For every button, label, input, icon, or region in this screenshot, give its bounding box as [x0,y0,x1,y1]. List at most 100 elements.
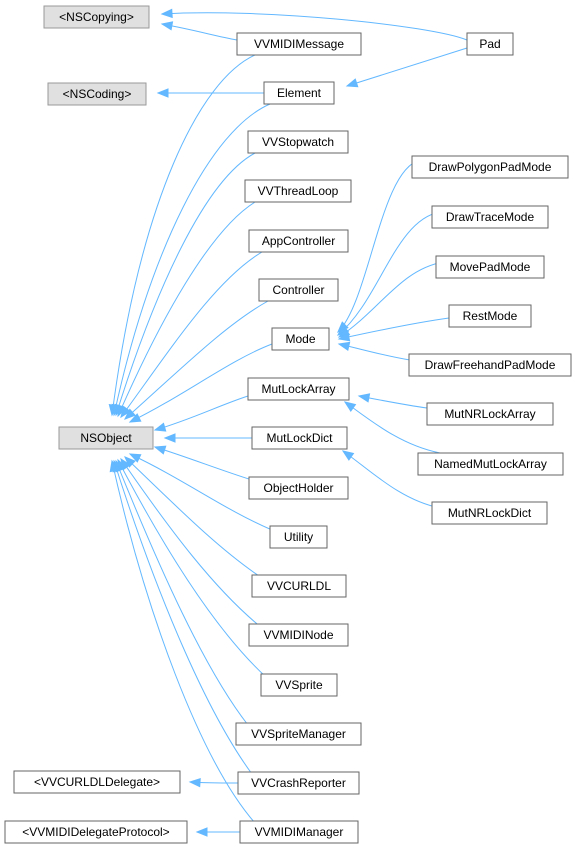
node-nsobject: NSObject [58,426,154,450]
node-box [258,278,339,302]
edge-line [161,23,238,41]
node-appcontroller[interactable]: AppController [248,229,349,253]
node-label: VVMIDIManager [255,825,344,839]
edge-appcontroller-to-nsobject [120,251,263,419]
edge-line [120,251,263,418]
node-vvstopwatch[interactable]: VVStopwatch [247,130,349,154]
edge-arrowhead [153,422,167,432]
edge-mutlockarray-to-nsobject [153,395,249,432]
nodes-layer: <NSCopying><NSCoding>NSObject<VVCURLDLDe… [4,5,572,844]
node-label: MutNRLockArray [444,407,535,421]
edge-line [344,401,441,454]
node-box [58,426,154,450]
edge-vvcrashreporter-to-nsobject [112,459,253,775]
edge-objectholder-to-nsobject [153,445,253,481]
edge-line [120,458,263,629]
node-vvcurldldelegate[interactable]: <VVCURLDLDelegate> [13,770,181,794]
node-vvthreadloop[interactable]: VVThreadLoop [244,179,352,203]
edge-arrowhead [124,456,136,468]
node-vvmidimanager[interactable]: VVMIDIManager [239,820,359,844]
edge-line [113,103,271,416]
edge-drawfreehandpadmode-to-mode [337,341,411,361]
node-vvmididelegateprotocol[interactable]: <VVMIDIDelegateProtocol> [4,820,188,844]
node-drawfreehandpadmode[interactable]: DrawFreehandPadMode [408,353,572,377]
node-mutlockarray[interactable]: MutLockArray [247,377,350,401]
edge-arrowhead [109,459,119,473]
node-label: MutLockArray [261,382,335,396]
edge-line [154,395,249,431]
edge-arrowhead [188,777,201,788]
edge-line [113,460,253,775]
edge-arrowhead [160,8,173,19]
node-box [4,820,188,844]
node-box [13,770,181,794]
edge-line [154,446,253,481]
node-label: DrawTraceMode [446,210,535,224]
node-movepadmode[interactable]: MovePadMode [435,255,545,279]
node-label: Mode [285,332,315,346]
edge-namedmutlockarray-to-mutlockarray [343,401,441,454]
node-mode[interactable]: Mode [271,327,330,351]
edge-arrowhead [343,401,357,412]
edge-drawtracemode-to-mode [336,211,441,336]
node-box [269,525,328,549]
edge-line [338,317,450,340]
node-box [263,81,335,105]
node-label: <VVMIDIDelegateProtocol> [22,825,169,839]
edge-arrowhead [337,341,351,351]
node-box [417,452,564,476]
edge-restmode-to-mode [337,317,450,342]
edge-arrowhead [337,332,351,342]
edge-vvsprite-to-nsobject [117,458,267,678]
edge-line [117,201,256,417]
node-label: VVCURLDL [267,579,331,593]
node-vvspritemanager[interactable]: VVSpriteManager [235,722,362,746]
edge-vvspritemanager-to-nsobject [115,459,249,726]
node-restmode[interactable]: RestMode [448,304,532,328]
edge-arrowhead [128,413,142,423]
node-vvcrashreporter[interactable]: VVCrashReporter [237,771,360,795]
node-vvcurldl[interactable]: VVCURLDL [251,574,347,598]
node-box [448,304,532,328]
node-utility[interactable]: Utility [269,525,328,549]
edge-vvcrashreporter-to-vvcurldldelegate [188,777,239,788]
node-drawtracemode[interactable]: DrawTraceMode [431,205,549,229]
node-label: DrawFreehandPadMode [425,358,556,372]
edge-line [111,460,256,824]
edge-line [129,453,273,531]
node-box [247,377,350,401]
node-box [248,476,349,500]
node-label: ObjectHolder [263,481,333,495]
node-mutlockdict[interactable]: MutLockDict [251,426,348,450]
node-label: VVStopwatch [262,135,334,149]
node-namedmutlockarray[interactable]: NamedMutLockArray [417,452,564,476]
node-label: NSObject [80,431,132,445]
edge-line [115,152,256,416]
edge-line [115,460,249,726]
node-vvmidinode[interactable]: VVMIDINode [248,623,349,647]
node-box [271,327,330,351]
node-objectholder[interactable]: ObjectHolder [248,476,349,500]
edge-mutnrlockdict-to-mutlockdict [341,450,441,509]
node-vvsprite[interactable]: VVSprite [260,673,338,697]
node-vvmidimessage[interactable]: VVMIDIMessage [236,32,362,56]
node-box [47,82,147,106]
edge-utility-to-nsobject [128,453,273,531]
edge-arrowhead [345,78,359,88]
edge-arrowhead [160,21,174,31]
node-box [244,179,352,203]
node-box [466,32,514,56]
edge-arrowhead [163,433,176,443]
node-box [431,205,549,229]
node-pad[interactable]: Pad [466,32,514,56]
edge-arrowhead [153,445,167,455]
node-label: <VVCURLDLDelegate> [34,775,160,789]
node-drawpolygonpadmode[interactable]: DrawPolygonPadMode [411,155,569,179]
node-controller[interactable]: Controller [258,278,339,302]
node-mutnrlockarray[interactable]: MutNRLockArray [426,402,554,426]
edge-controller-to-nsobject [123,300,269,420]
node-label: RestMode [463,309,518,323]
node-mutnrlockdict[interactable]: MutNRLockDict [431,501,548,525]
node-element[interactable]: Element [263,81,335,105]
